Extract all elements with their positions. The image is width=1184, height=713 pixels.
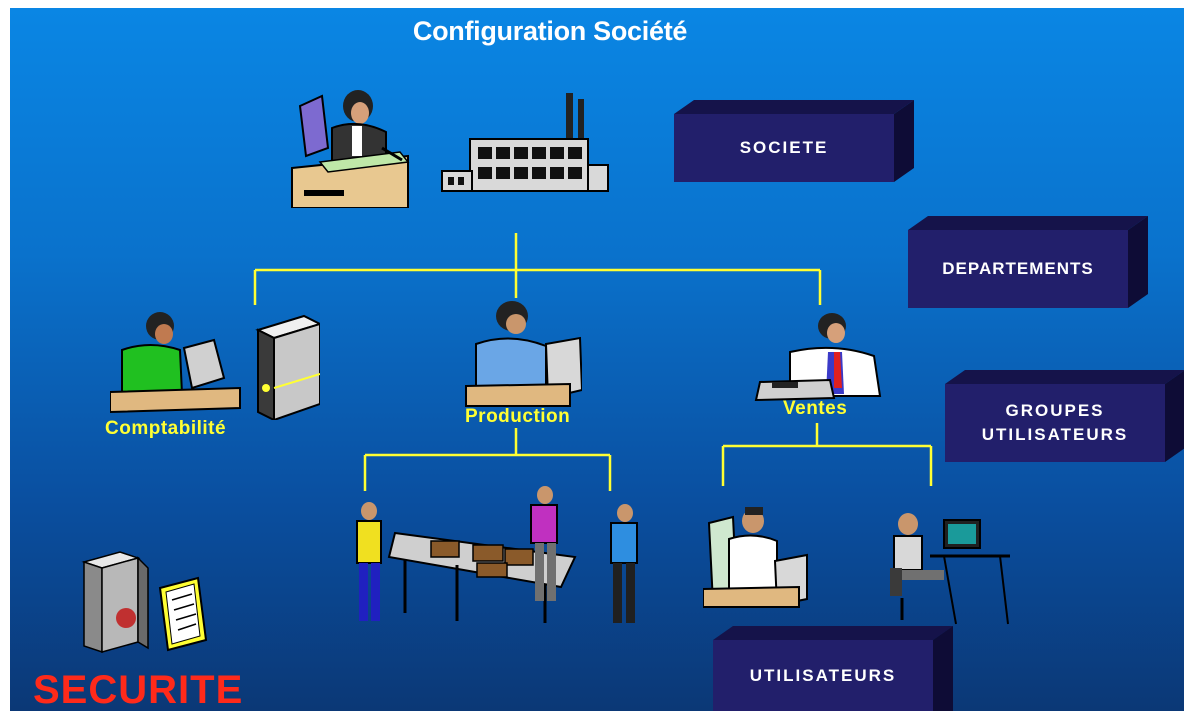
- label-groupes-utilisateurs: GROUPES UTILISATEURS: [945, 384, 1165, 462]
- label-utilisateurs: UTILISATEURS: [749, 665, 897, 685]
- user-at-desk-icon: [703, 507, 808, 608]
- box-societe: SOCIETE: [674, 100, 914, 190]
- label-societe: SOCIETE: [739, 138, 829, 157]
- page-title: Configuration Société: [412, 16, 688, 46]
- accountant-icon: [110, 312, 320, 420]
- label-groupes-line2: UTILISATEURS: [981, 425, 1129, 444]
- label-ventes: Ventes: [783, 398, 848, 419]
- factory-icon: [441, 93, 609, 192]
- user-at-computer-icon: [890, 513, 1010, 625]
- sales-phone-icon: [754, 313, 882, 402]
- org-chart-slide: Configuration Société: [10, 8, 1184, 712]
- assembly-line-icon: [356, 486, 638, 623]
- safe-icon: [81, 551, 208, 654]
- label-groupes-line1: GROUPES: [1005, 401, 1105, 420]
- label-comptabilite: Comptabilité: [105, 418, 227, 439]
- box-utilisateurs: UTILISATEURS: [713, 626, 953, 711]
- production-worker-icon: [465, 301, 582, 407]
- executive-at-desk-icon: [291, 90, 410, 208]
- box-departements: DEPARTEMENTS: [908, 216, 1148, 316]
- label-production: Production: [465, 406, 571, 427]
- label-departements: DEPARTEMENTS: [942, 259, 1094, 278]
- box-groupes-utilisateurs: GROUPES UTILISATEURS: [945, 370, 1184, 470]
- label-securite: SECURITE: [33, 668, 244, 712]
- connector-lines: [253, 233, 933, 491]
